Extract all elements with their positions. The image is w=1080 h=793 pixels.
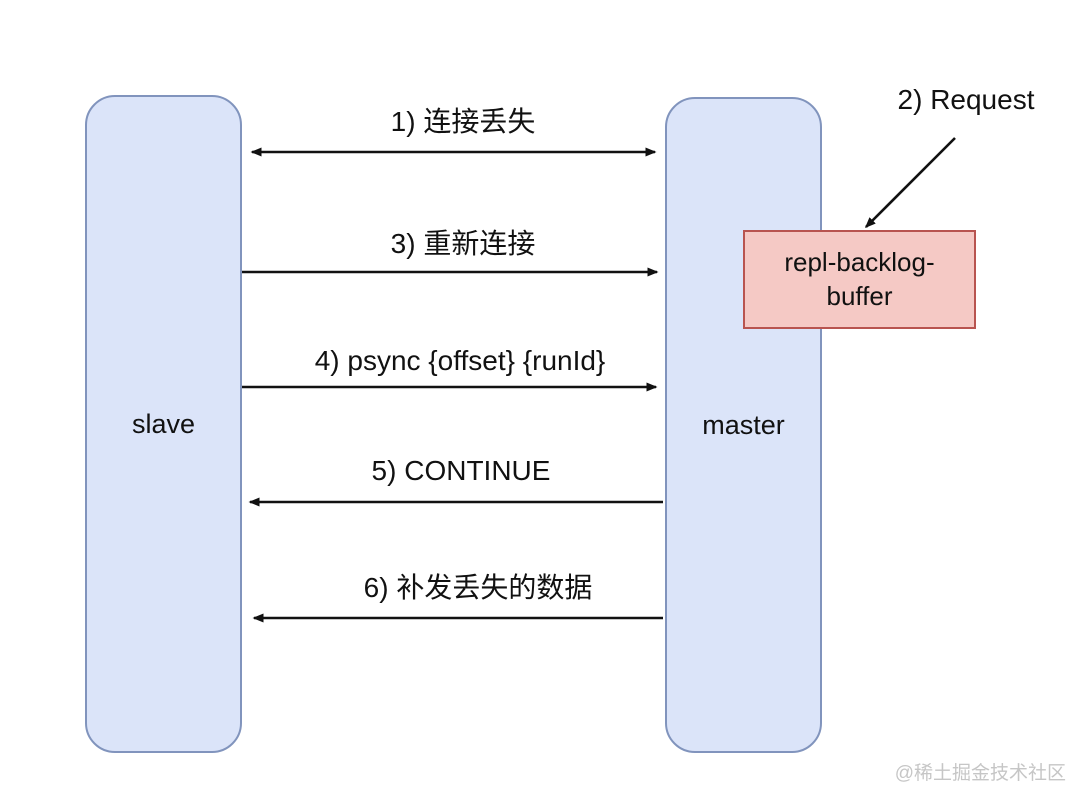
arrow-2-request xyxy=(864,137,956,229)
watermark: @稀土掘金技术社区 xyxy=(894,763,1066,784)
repl-backlog-buffer-label: repl-backlog-buffer xyxy=(784,247,935,311)
arrow-4-label: 4) psync {offset} {runId} xyxy=(314,345,606,376)
master-node-label: master xyxy=(702,409,785,440)
arrow-2-label: 2) Request xyxy=(897,84,1035,115)
arrow-5-label: 5) CONTINUE xyxy=(371,455,551,486)
slave-node-label: slave xyxy=(131,408,196,439)
arrow-1-label: 1) 连接丢失 xyxy=(390,106,536,137)
master-node: master xyxy=(665,97,822,753)
slave-node: slave xyxy=(85,95,242,753)
repl-backlog-buffer-box: repl-backlog-buffer xyxy=(743,230,976,329)
arrow-3-label: 3) 重新连接 xyxy=(390,228,536,259)
arrow-6-label: 6) 补发丢失的数据 xyxy=(363,572,593,603)
